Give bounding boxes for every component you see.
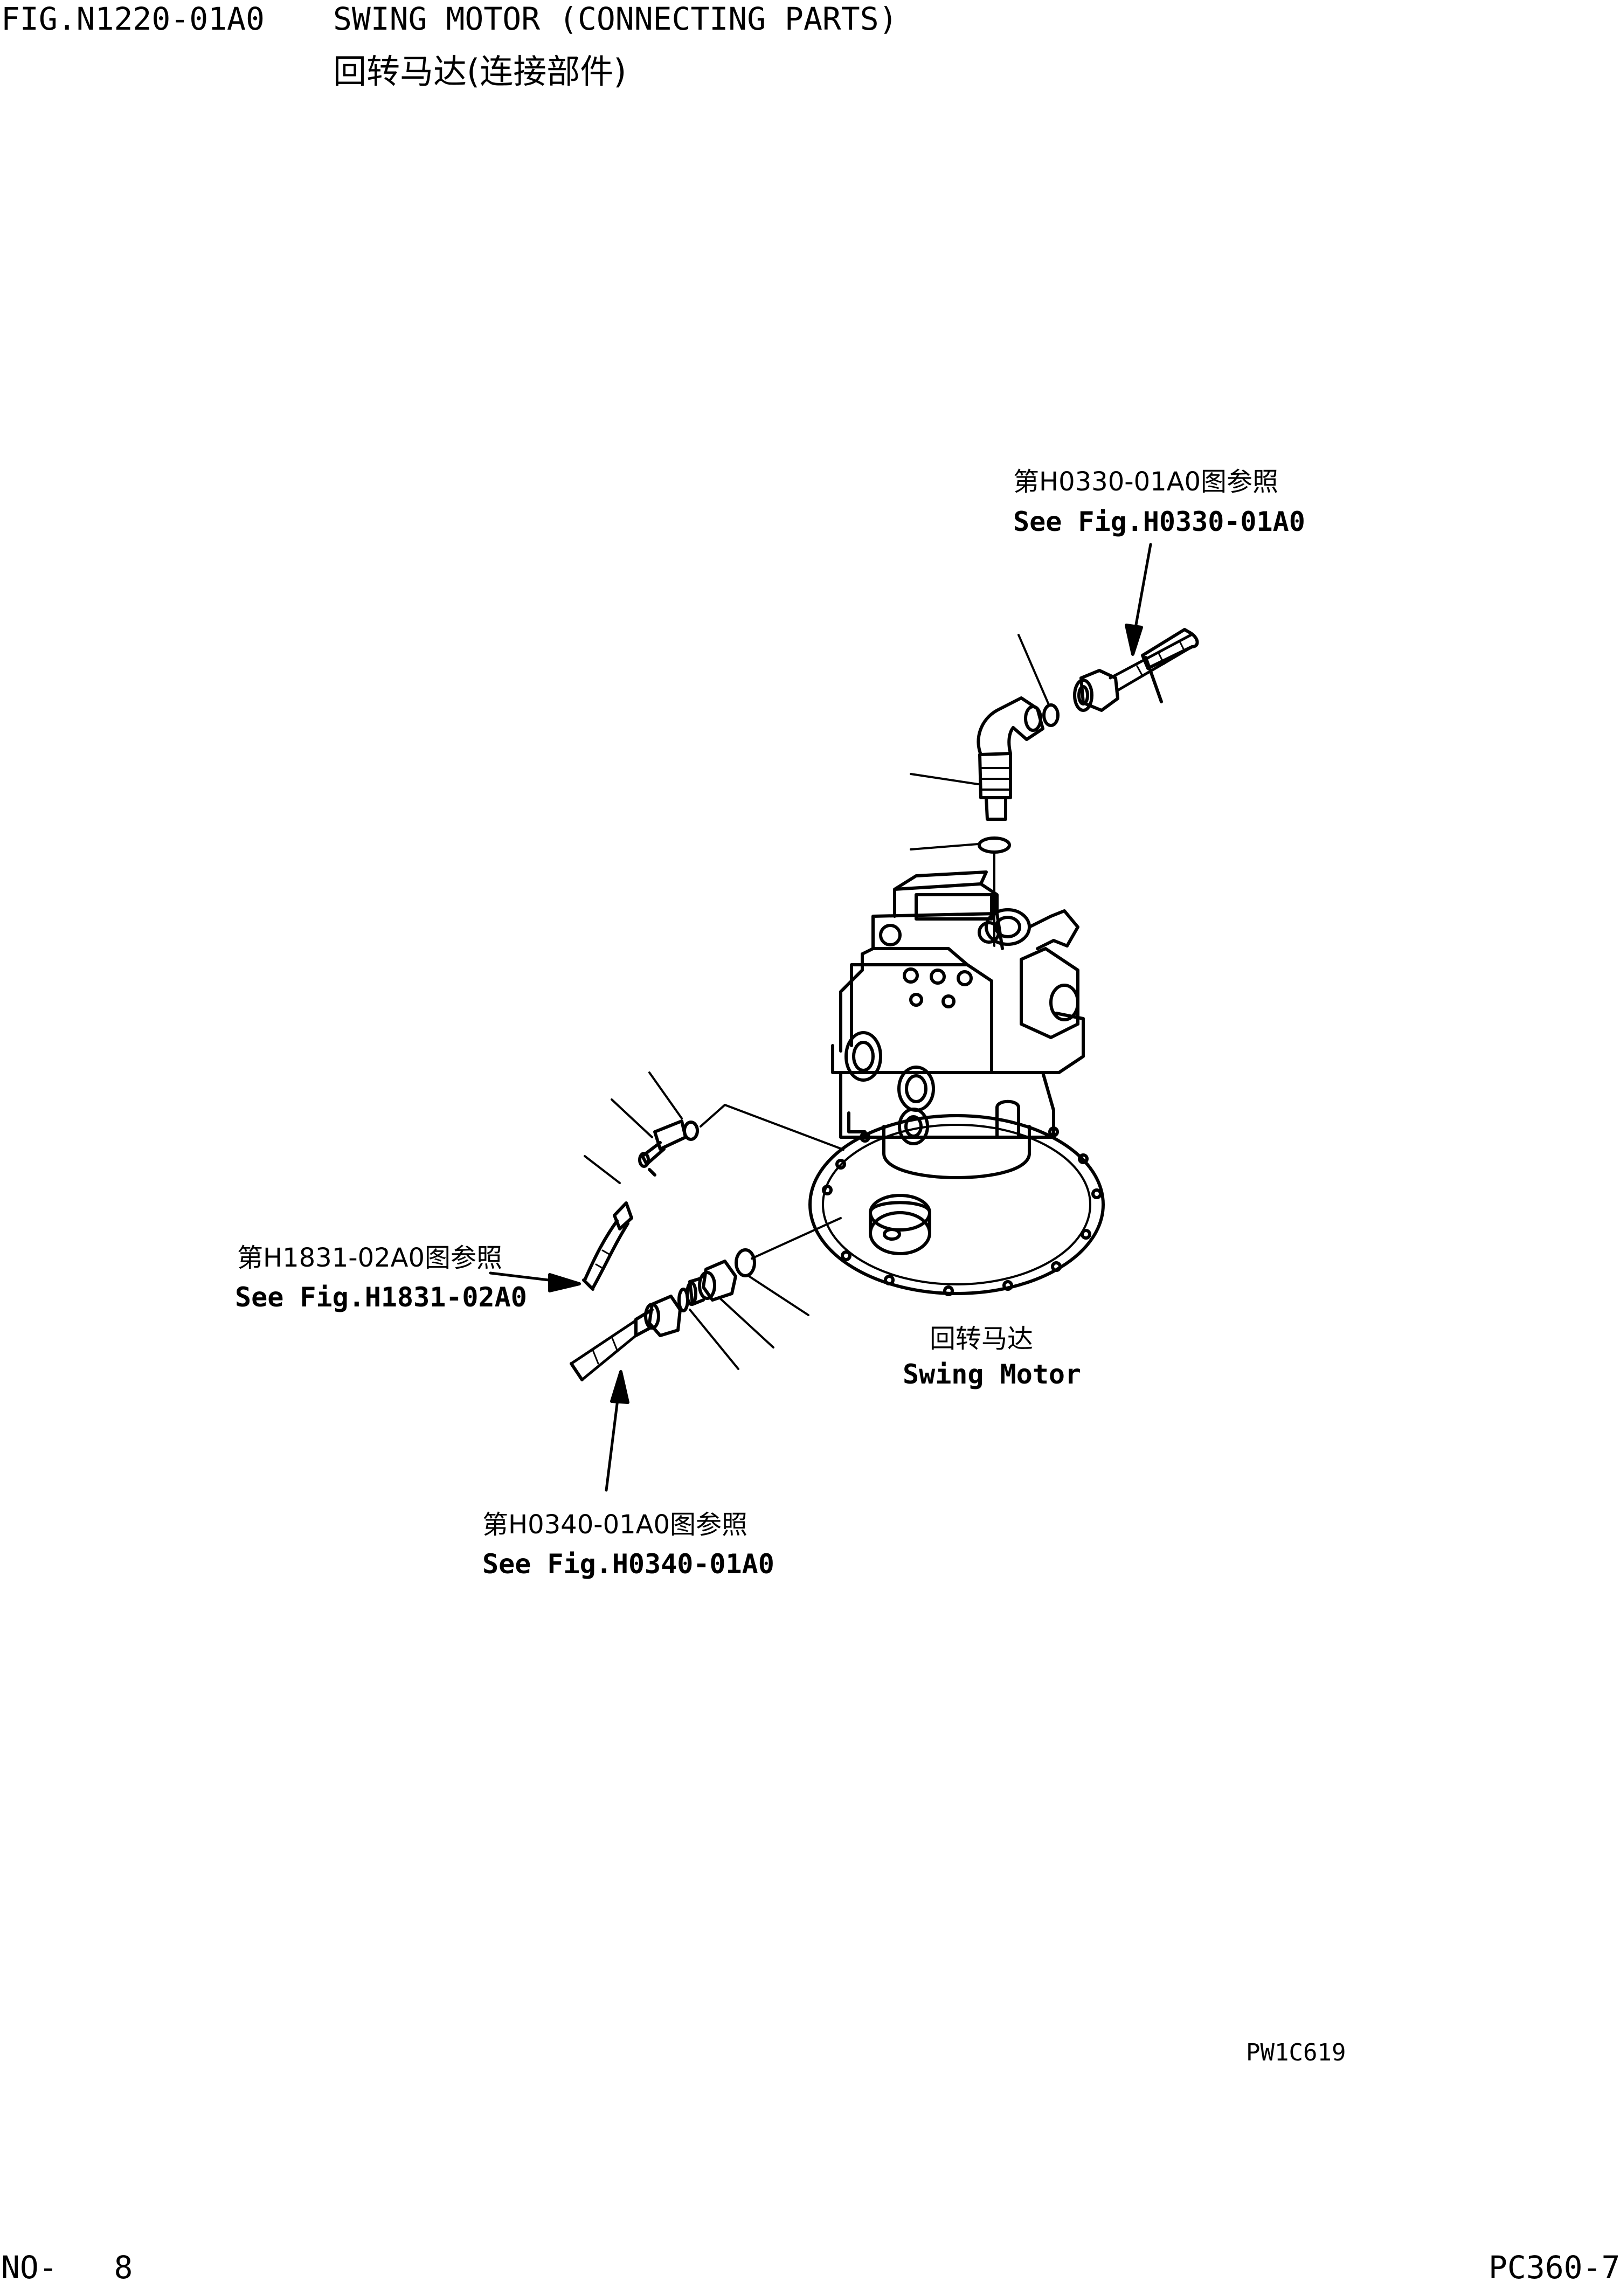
model-number: PC360-7: [1489, 2249, 1620, 2286]
motor-label-en: Swing Motor: [903, 1359, 1082, 1390]
ref-top-en: See Fig.H0330-01A0: [1013, 506, 1305, 537]
ref-left-cn: 第H1831-02A0图参照: [237, 1243, 503, 1273]
top-hose-assembly: [910, 543, 1199, 947]
bottom-hose-assembly: [570, 1217, 842, 1492]
elbow-fitting: [995, 696, 1044, 741]
ref-left-en: See Fig.H1831-02A0: [235, 1282, 527, 1313]
page-number: NO- 8: [1, 2249, 133, 2286]
ref-bottom-cn: 第H0340-01A0图参照: [482, 1510, 748, 1540]
motor-label-cn: 回转马达: [930, 1324, 1034, 1354]
o-ring-top: [1042, 703, 1060, 727]
o-ring-elbow: [978, 836, 1011, 854]
drawing-code: PW1C619: [1246, 2039, 1346, 2066]
left-hose-assembly: [489, 1071, 844, 1292]
o-ring-hose-end: [677, 1288, 689, 1312]
o-ring-bottom: [735, 1248, 756, 1277]
adapter-bottom: [702, 1260, 737, 1302]
ref-top-cn: 第H0330-01A0图参照: [1013, 467, 1279, 497]
figure-title-chinese: 回转马达(连接部件): [333, 52, 627, 91]
ref-bottom-en: See Fig.H0340-01A0: [482, 1548, 774, 1580]
figure-title: SWING MOTOR (CONNECTING PARTS): [333, 1, 898, 37]
figure-number: FIG.N1220-01A0: [1, 1, 265, 37]
swing-motor: [808, 870, 1105, 1296]
